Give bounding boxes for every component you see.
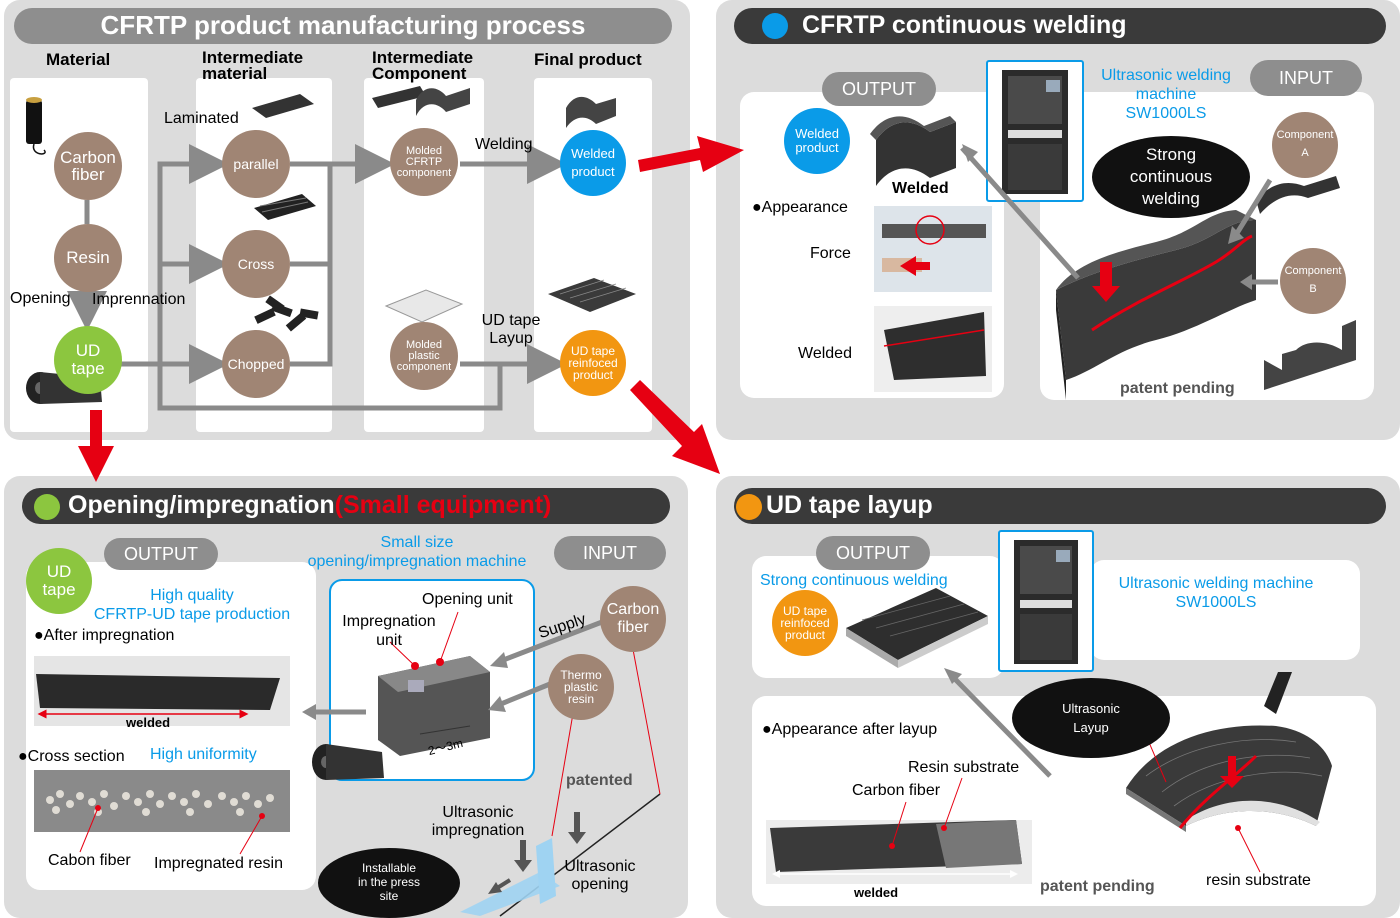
opening-thermo-circle: Thermo plastic resin: [548, 654, 614, 720]
opening-installable-oval: Installable in the press site: [318, 848, 460, 918]
column-header-intermediate-material: Intermediate material: [202, 48, 304, 84]
welding-output-circle: Welded product: [784, 108, 850, 174]
node-molded-cfrtp: Molded CFRTP component: [390, 128, 458, 196]
welding-title: CFRTP continuous welding: [802, 11, 1127, 39]
label-laminated: Laminated: [164, 110, 239, 127]
opening-title-dot: [34, 494, 60, 520]
welding-illustrations: [870, 116, 1356, 400]
opening-carbon-fiber-circle: Carbon fiber: [600, 586, 666, 652]
node-chopped: Chopped: [222, 330, 290, 398]
opening-high-uniformity: High uniformity: [150, 746, 257, 763]
process-connectors: [26, 86, 636, 411]
opening-title: Opening/impregnation(Small equipment): [68, 491, 552, 519]
opening-patented: patented: [566, 772, 633, 789]
node-ud-reinforced: UD tape reinfoced product: [560, 330, 626, 396]
node-molded-plastic: Molded plastic component: [390, 322, 458, 390]
column-header-final-product: Final product: [534, 50, 642, 69]
opening-illustrations: [34, 579, 661, 917]
layup-right-box: [1090, 560, 1360, 660]
node-cross: Cross: [222, 230, 290, 298]
layup-output-circle: UD tape reinfoced product: [772, 590, 838, 656]
layup-machine-photo: [998, 530, 1094, 672]
opening-machine-label: Small size opening/impregnation machine: [307, 534, 527, 571]
welding-force: Force: [810, 245, 851, 262]
label-opening: Opening: [10, 290, 71, 307]
column-header-material: Material: [46, 50, 111, 69]
process-title-bar: [14, 8, 672, 44]
red-arrow-to-opening: [78, 410, 114, 482]
opening-input-pill: INPUT: [554, 536, 666, 570]
welding-output-pill: OUTPUT: [822, 72, 936, 106]
opening-cabon-fiber: Cabon fiber: [48, 852, 131, 869]
opening-ultrasonic-impregnation: Ultrasonic impregnation: [431, 804, 525, 839]
layup-patent: patent pending: [1040, 878, 1155, 895]
opening-impregnation-unit: Impregnation unit: [342, 613, 436, 650]
label-imprennation: Imprennation: [92, 291, 186, 308]
welding-machine-photo: [986, 60, 1084, 202]
layup-resin-substrate-bottom: resin substrate: [1206, 872, 1311, 889]
welding-strong-oval: Strong continuous welding: [1092, 136, 1250, 218]
label-ud-tape-layup: UD tape Layup: [481, 312, 541, 348]
node-parallel: parallel: [222, 130, 290, 198]
welding-component-b: Component B: [1280, 248, 1346, 314]
layup-ultrasonic-oval: Ultrasonic Layup: [1012, 678, 1170, 758]
node-ud-tape: UD tape: [54, 326, 122, 394]
opening-cross-section: ●Cross section: [18, 748, 125, 765]
opening-opening-unit: Opening unit: [422, 591, 513, 608]
opening-after: ●After impregnation: [34, 627, 175, 644]
opening-title-bar: [22, 488, 670, 524]
red-arrow-to-welding: [638, 136, 744, 172]
welding-title-dot: [762, 13, 788, 39]
layup-title-bar: [734, 488, 1386, 524]
layup-strong: Strong continuous welding: [760, 572, 948, 589]
layup-title-dot: [736, 494, 762, 520]
layup-machine-label: Ultrasonic welding machine SW1000LS: [1118, 575, 1314, 612]
welding-title-bar: [734, 8, 1386, 44]
layup-resin-substrate-top: Resin substrate: [908, 759, 1020, 776]
layup-illustrations: [766, 588, 1332, 884]
node-carbon-fiber: Carbon fiber: [54, 132, 122, 200]
layup-output-pill: OUTPUT: [816, 536, 930, 570]
process-title: CFRTP product manufacturing process: [100, 10, 586, 40]
welding-machine-label: Ultrasonic welding machine SW1000LS: [1101, 67, 1231, 123]
welding-welded-bottom: Welded: [798, 345, 852, 362]
opening-title-accent: (Small equipment): [334, 491, 552, 519]
node-welded-product: Welded product: [560, 130, 626, 196]
layup-title: UD tape layup: [766, 491, 933, 519]
opening-output-pill: OUTPUT: [104, 538, 218, 570]
opening-impregnated-resin: Impregnated resin: [154, 855, 283, 872]
column-header-intermediate-component: Intermediate Component: [372, 48, 474, 84]
welding-input-pill: INPUT: [1250, 60, 1362, 96]
welding-welded-top: Welded: [892, 180, 949, 197]
node-resin: Resin: [54, 224, 122, 292]
opening-ud-tape-circle: UD tape: [26, 548, 92, 614]
welding-patent: patent pending: [1120, 380, 1235, 397]
welding-appearance: ●Appearance: [752, 199, 848, 216]
opening-high-quality: High quality CFRTP-UD tape production: [93, 587, 291, 624]
opening-ultrasonic-opening: Ultrasonic opening: [564, 858, 636, 893]
opening-welded-label: welded: [126, 715, 171, 730]
red-arrow-to-layup: [630, 380, 720, 474]
layup-carbon-fiber: Carbon fiber: [852, 782, 941, 799]
layup-welded: welded: [854, 885, 899, 900]
layup-appearance: ●Appearance after layup: [762, 721, 938, 738]
label-welding: Welding: [475, 136, 533, 153]
welding-component-a: Component A: [1272, 112, 1338, 178]
